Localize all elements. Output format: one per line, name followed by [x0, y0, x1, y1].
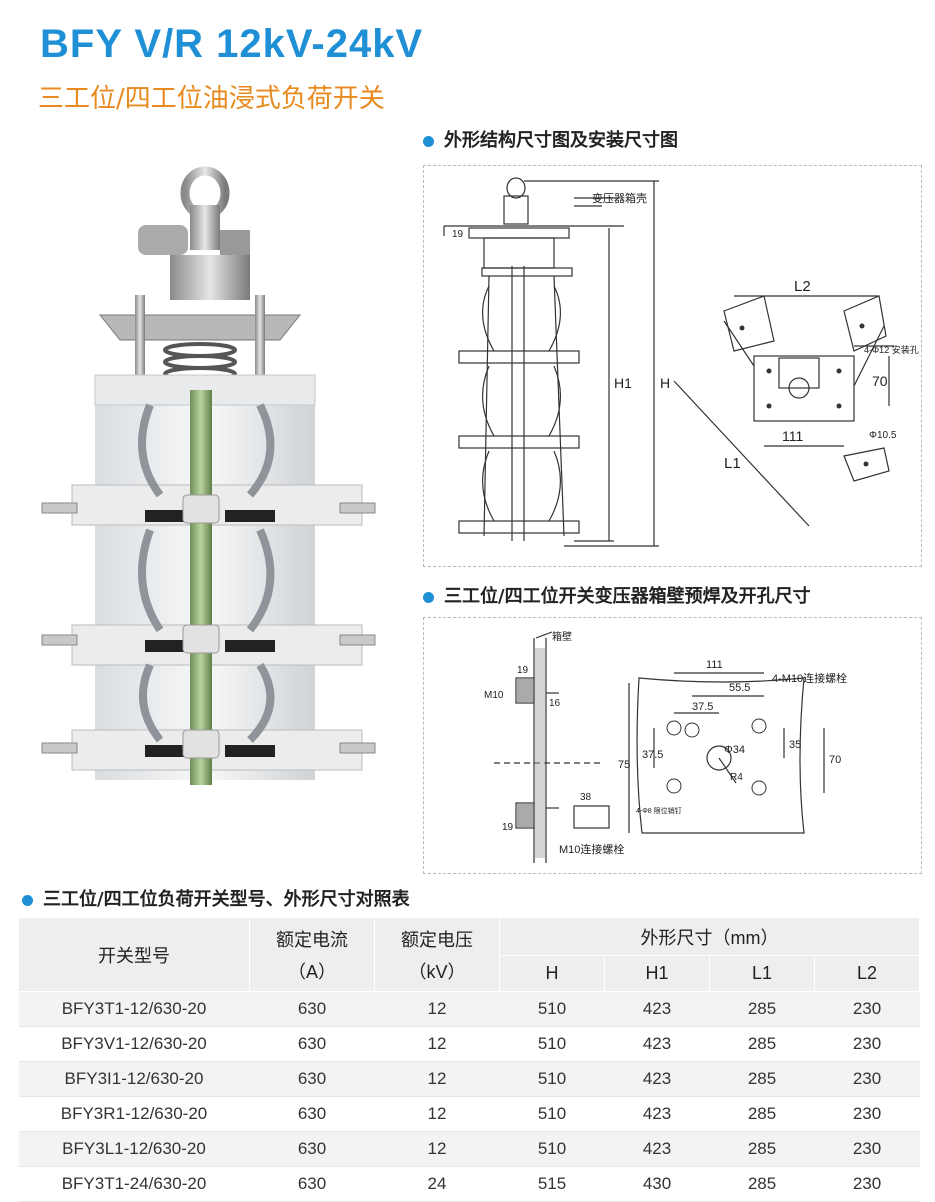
dim-35: 35 [789, 739, 801, 751]
dim-l1: L1 [724, 455, 741, 472]
dim-37-5-top: 37.5 [692, 701, 713, 713]
cell-model: BFY3T1-12/630-20 [18, 991, 250, 1027]
cell-current: 630 [249, 1026, 375, 1062]
page-title: BFY V/R 12kV-24kV [40, 22, 424, 66]
bolt-note: 4-M10连接螺栓 [772, 671, 847, 685]
cell-voltage: 12 [374, 991, 500, 1027]
cell-l2: 230 [814, 1096, 920, 1132]
dim-l2: L2 [794, 278, 811, 295]
cell-l1: 285 [709, 991, 815, 1027]
outline-dimension-drawing: 变压器箱壳 19 H1 H L2 L1 70 111 4-Φ12 安装孔 Φ10… [423, 165, 922, 567]
cell-l2: 230 [814, 1131, 920, 1167]
cell-h1: 423 [604, 1131, 710, 1167]
dim-16: 16 [549, 698, 561, 709]
cell-model: BFY3R1-12/630-20 [18, 1096, 250, 1132]
cell-h: 510 [499, 1131, 605, 1167]
bullet-icon [423, 135, 434, 147]
table-row: BFY3T1-24/630-20 630 24 515 430 285 230 [18, 1166, 920, 1202]
cell-h: 510 [499, 1026, 605, 1062]
cell-l1: 285 [709, 1096, 815, 1132]
cell-l2: 230 [814, 1026, 920, 1062]
cell-l1: 285 [709, 1061, 815, 1097]
page-subtitle: 三工位/四工位油浸式负荷开关 [38, 84, 385, 114]
product-photo [41, 166, 376, 785]
wall-label: 箱壁 [552, 630, 572, 643]
cell-model: BFY3I1-12/630-20 [18, 1061, 250, 1097]
dim-19-bottom: 19 [502, 822, 514, 833]
cell-current: 630 [249, 991, 375, 1027]
col-current: 额定电流（A） [249, 917, 375, 992]
cell-h1: 430 [604, 1166, 710, 1202]
cell-h1: 423 [604, 1061, 710, 1097]
dim-m10: M10 [484, 690, 504, 701]
col-voltage: 额定电压（kV） [374, 917, 500, 992]
dim-34: Φ34 [724, 744, 745, 756]
cell-l2: 230 [814, 1166, 920, 1202]
cell-l2: 230 [814, 991, 920, 1027]
cell-l1: 285 [709, 1131, 815, 1167]
cell-h1: 423 [604, 1026, 710, 1062]
cell-current: 630 [249, 1166, 375, 1202]
cell-model: BFY3V1-12/630-20 [18, 1026, 250, 1062]
cell-current: 630 [249, 1061, 375, 1097]
bolt-label: M10连接螺栓 [559, 842, 624, 856]
bullet-icon [22, 894, 33, 906]
cell-h: 515 [499, 1166, 605, 1202]
table-row: BFY3L1-12/630-20 630 12 510 423 285 230 [18, 1131, 920, 1167]
cell-model: BFY3T1-24/630-20 [18, 1166, 250, 1202]
cell-model: BFY3L1-12/630-20 [18, 1131, 250, 1167]
cell-current: 630 [249, 1131, 375, 1167]
table-row: BFY3T1-12/630-20 630 12 510 423 285 230 [18, 991, 920, 1027]
col-l1: L1 [709, 955, 815, 992]
cell-voltage: 24 [374, 1166, 500, 1202]
cell-current: 630 [249, 1096, 375, 1132]
cell-voltage: 12 [374, 1061, 500, 1097]
bullet-icon [423, 591, 434, 603]
col-h: H [499, 955, 605, 992]
cell-l1: 285 [709, 1166, 815, 1202]
col-model: 开关型号 [18, 917, 250, 992]
section-prewelding-heading: 三工位/四工位开关变压器箱壁预焊及开孔尺寸 [423, 582, 811, 608]
prewelding-drawing: 箱壁 M10 19 16 38 19 M10连接螺栓 111 55.5 37.5… [423, 617, 922, 874]
dim-37-5-left: 37.5 [642, 749, 663, 761]
spec-table: 开关型号 额定电流（A） 额定电压（kV） 外形尺寸（mm） H H1 L1 L… [18, 917, 920, 1202]
table-row: BFY3I1-12/630-20 630 12 510 423 285 230 [18, 1061, 920, 1097]
col-l2: L2 [814, 955, 920, 992]
cell-voltage: 12 [374, 1026, 500, 1062]
cell-voltage: 12 [374, 1096, 500, 1132]
dim-h1: H1 [614, 375, 632, 391]
section-outline-heading: 外形结构尺寸图及安装尺寸图 [423, 126, 678, 152]
cell-h1: 423 [604, 1096, 710, 1132]
cell-l2: 230 [814, 1061, 920, 1097]
dim-19-top: 19 [517, 665, 529, 676]
hole-note: 4-Φ12 安装孔 [864, 344, 919, 355]
cell-h1: 423 [604, 991, 710, 1027]
dim-111: 111 [706, 659, 723, 671]
tank-label: 变压器箱壳 [592, 191, 647, 205]
dim-111: 111 [782, 428, 803, 444]
table-row: BFY3R1-12/630-20 630 12 510 423 285 230 [18, 1096, 920, 1132]
dim-38: 38 [580, 792, 592, 803]
cell-h: 510 [499, 1096, 605, 1132]
dim-55-5: 55.5 [729, 682, 750, 694]
dim-r4: R4 [730, 772, 743, 783]
hole-10-5: Φ10.5 [869, 430, 897, 441]
cell-h: 510 [499, 991, 605, 1027]
cell-h: 510 [499, 1061, 605, 1097]
pin-note: 4-Φ8 限位销钉 [636, 806, 682, 815]
col-h1: H1 [604, 955, 710, 992]
dim-70: 70 [829, 754, 841, 766]
dim-19: 19 [452, 229, 464, 240]
table-row: BFY3V1-12/630-20 630 12 510 423 285 230 [18, 1026, 920, 1062]
dim-70: 70 [872, 373, 888, 389]
dim-75: 75 [618, 759, 630, 771]
cell-l1: 285 [709, 1026, 815, 1062]
dim-h: H [660, 375, 670, 391]
col-dims: 外形尺寸（mm） [499, 917, 920, 956]
section-table-heading: 三工位/四工位负荷开关型号、外形尺寸对照表 [22, 885, 410, 911]
cell-voltage: 12 [374, 1131, 500, 1167]
